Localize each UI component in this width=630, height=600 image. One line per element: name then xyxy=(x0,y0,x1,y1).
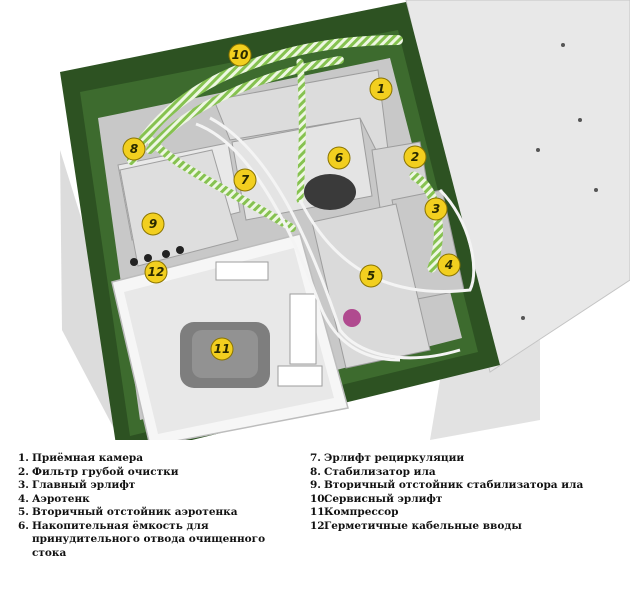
callout-badge-1: 1 xyxy=(369,77,393,101)
legend-text: Вторичный отстойник аэротенка xyxy=(32,506,238,518)
legend-number: 8. xyxy=(310,465,321,478)
svg-text:6: 6 xyxy=(335,151,343,165)
callout-badge-12: 12 xyxy=(144,260,168,284)
legend-number: 2. xyxy=(18,465,29,478)
legend-item: 11.Компрессор xyxy=(310,506,622,520)
svg-text:3: 3 xyxy=(432,202,440,216)
callout-badge-8: 8 xyxy=(122,137,146,161)
callout-badge-9: 9 xyxy=(141,212,165,236)
svg-text:7: 7 xyxy=(241,173,250,187)
legend-text: Фильтр грубой очистки xyxy=(32,465,179,478)
svg-text:5: 5 xyxy=(367,269,375,283)
cable-gland xyxy=(176,246,184,254)
svg-text:9: 9 xyxy=(149,217,157,231)
legend-text: Накопительная ёмкость для принудительног… xyxy=(32,519,266,559)
chamber-6-pipe-coil xyxy=(304,174,356,210)
svg-text:10: 10 xyxy=(232,48,249,62)
valve-block xyxy=(289,293,317,365)
legend-number: 12. xyxy=(310,519,329,532)
lid-bolt xyxy=(536,148,540,152)
callout-badge-2: 2 xyxy=(403,145,427,169)
vertical-airlift-pipe xyxy=(296,58,306,204)
legend-item: 8.Стабилизатор ила xyxy=(310,466,622,480)
lid-bolt xyxy=(521,316,525,320)
callout-badge-5: 5 xyxy=(359,264,383,288)
septic-tank-illustration: 1 2 3 4 5 6 7 8 xyxy=(60,0,630,440)
service-airlift-hose xyxy=(127,35,403,165)
legend-number: 9. xyxy=(310,479,321,491)
recirculation-airlift-hose xyxy=(146,136,296,232)
callout-badge-3: 3 xyxy=(424,197,448,221)
legend-text: Вторичный отстойник стабилизатора ила xyxy=(324,479,584,491)
cable-gland xyxy=(130,258,138,266)
lid-bolt xyxy=(561,43,565,47)
legend-item: 4.Аэротенк xyxy=(18,493,298,507)
legend-item: 7.Эрлифт рециркуляции xyxy=(310,452,622,466)
legend-number: 3. xyxy=(18,479,29,491)
callout-badge-7: 7 xyxy=(233,168,257,192)
legend-item: 3.Главный эрлифт xyxy=(18,479,298,493)
lid-bolt xyxy=(594,188,598,192)
legend-text: Стабилизатор ила xyxy=(324,465,436,478)
svg-text:2: 2 xyxy=(411,150,419,164)
legend-item: 10.Сервисный эрлифт xyxy=(310,493,622,507)
callout-badge-6: 6 xyxy=(327,146,351,170)
legend-number: 10. xyxy=(310,492,329,505)
tank-body-right-side xyxy=(430,340,540,440)
air-tube xyxy=(195,122,401,362)
legend-item: 6.Накопительная ёмкость для принудительн… xyxy=(18,520,298,561)
legend-column-left: 1.Приёмная камера 2.Фильтр грубой очистк… xyxy=(18,452,298,560)
callout-badge-4: 4 xyxy=(437,253,461,277)
legend-column-right: 7.Эрлифт рециркуляции 8.Стабилизатор ила… xyxy=(310,452,622,533)
legend-text: Приёмная камера xyxy=(32,452,144,464)
svg-text:11: 11 xyxy=(214,342,231,356)
legend-number: 5. xyxy=(18,506,29,518)
legend-text: Сервисный эрлифт xyxy=(324,492,443,505)
legend-item: 1.Приёмная камера xyxy=(18,452,298,466)
legend-number: 1. xyxy=(18,452,29,464)
legend-text: Аэротенк xyxy=(32,492,90,505)
legend: 1.Приёмная камера 2.Фильтр грубой очистк… xyxy=(0,452,630,600)
legend-number: 11. xyxy=(310,506,329,518)
svg-text:12: 12 xyxy=(148,265,165,279)
air-tube xyxy=(298,188,476,293)
legend-item: 2.Фильтр грубой очистки xyxy=(18,466,298,480)
air-tube xyxy=(209,116,461,360)
legend-item: 12.Герметичные кабельные вводы xyxy=(310,520,622,534)
svg-text:1: 1 xyxy=(377,82,385,96)
legend-text: Герметичные кабельные вводы xyxy=(324,519,522,532)
lid-bolt xyxy=(578,118,582,122)
legend-item: 9.Вторичный отстойник стабилизатора ила xyxy=(310,479,622,493)
cable-gland xyxy=(162,250,170,258)
svg-text:8: 8 xyxy=(130,142,138,156)
control-unit xyxy=(215,261,269,281)
cable-gland xyxy=(144,254,152,262)
pipe-fitting xyxy=(343,309,361,327)
legend-number: 7. xyxy=(310,452,321,464)
legend-text: Компрессор xyxy=(324,506,399,518)
svg-text:4: 4 xyxy=(444,258,453,272)
legend-number: 4. xyxy=(18,492,29,505)
legend-text: Эрлифт рециркуляции xyxy=(324,452,465,464)
terminal-block xyxy=(277,365,323,387)
callout-badge-10: 10 xyxy=(228,43,252,67)
legend-item: 5.Вторичный отстойник аэротенка xyxy=(18,506,298,520)
callout-badge-11: 11 xyxy=(210,337,234,361)
legend-text: Главный эрлифт xyxy=(32,479,136,491)
legend-number: 6. xyxy=(18,519,29,532)
service-airlift-hose-b xyxy=(146,56,344,154)
